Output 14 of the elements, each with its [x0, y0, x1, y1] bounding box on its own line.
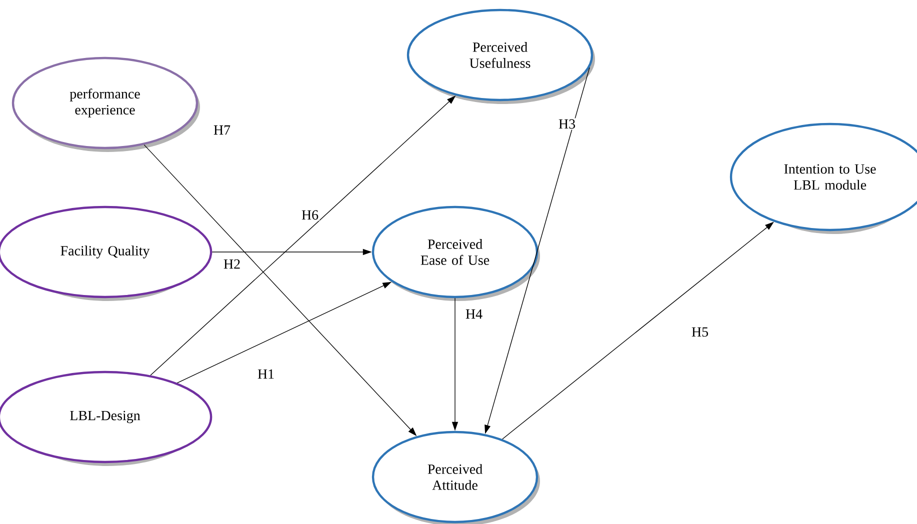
ellipse-node: Intention to Use LBL module	[730, 122, 917, 234]
edge-label: H3	[557, 118, 577, 130]
ellipse-node: Perceived Ease of Use	[372, 206, 540, 301]
edge-label: H5	[690, 326, 710, 338]
node-label: Perceived Attitude	[428, 464, 482, 490]
ellipse-node: Perceived Attitude	[372, 430, 540, 524]
ellipse-node: performance experience	[12, 56, 200, 152]
edge-label: H7	[212, 124, 232, 136]
node-label: Intention to Use LBL module	[784, 164, 876, 190]
edge-label: H4	[464, 308, 484, 320]
edge-label: H2	[222, 258, 242, 270]
edge-label: H1	[256, 368, 276, 380]
ellipse-node: Perceived Usefulness	[406, 8, 595, 104]
edge-label: H6	[300, 209, 320, 221]
